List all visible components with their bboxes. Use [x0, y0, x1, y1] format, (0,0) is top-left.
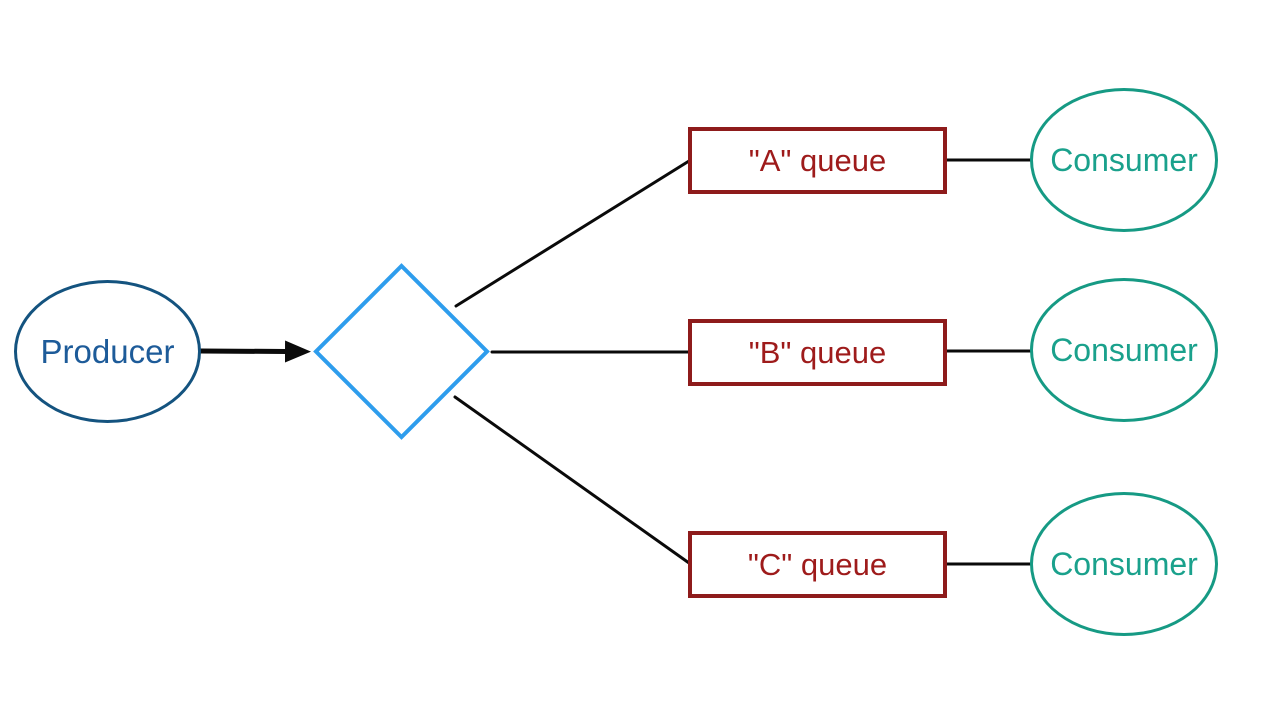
- queue-c-node: "C" queue: [688, 531, 947, 598]
- consumer-1-label: Consumer: [1050, 142, 1198, 178]
- queue-a-label: "A" queue: [748, 143, 887, 178]
- exchange-to-queue-a-line: [454, 159, 691, 308]
- queue-a-node: "A" queue: [688, 127, 947, 194]
- producer-to-exchange-arrow: [198, 340, 311, 363]
- queue-b-node: "B" queue: [688, 319, 947, 386]
- queue-c-label: "C" queue: [747, 547, 888, 582]
- producer-node: Producer: [14, 280, 201, 423]
- producer-label: Producer: [40, 333, 175, 370]
- consumer-3-label: Consumer: [1050, 546, 1198, 582]
- consumer-3-node: Consumer: [1030, 492, 1218, 636]
- consumer-2-node: Consumer: [1030, 278, 1218, 422]
- queue-b-label: "B" queue: [748, 335, 887, 370]
- exchange-to-queue-c-line: [453, 395, 691, 565]
- consumer-2-label: Consumer: [1050, 332, 1198, 368]
- consumer-1-node: Consumer: [1030, 88, 1218, 232]
